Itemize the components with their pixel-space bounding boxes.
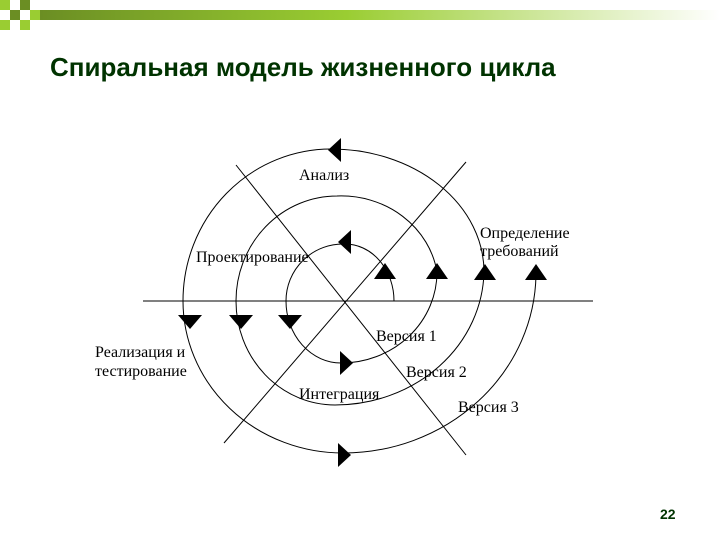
label-version-1: Версия 1 (376, 328, 437, 345)
decor-square (30, 10, 40, 20)
arrow-up-marker (426, 263, 448, 279)
arrow-left-marker (338, 230, 351, 254)
header-gradient-bar (40, 10, 720, 20)
arrow-up-marker (525, 264, 547, 280)
label-requirements-line2: требований (480, 243, 559, 260)
label-implementation-line2: тестирование (95, 363, 187, 380)
arrow-right-marker (340, 351, 353, 375)
label-version-3: Версия 3 (458, 399, 519, 416)
header-decoration-band (0, 0, 720, 30)
arrow-down-marker (278, 315, 302, 329)
label-version-2: Версия 2 (406, 364, 467, 381)
arrow-right-marker (338, 443, 351, 467)
spiral-loop-1 (285, 243, 438, 364)
diagonal-axis-down (235, 164, 467, 456)
spiral-loop-3 (182, 148, 537, 454)
diagonal-axis-up (223, 161, 467, 444)
label-design: Проектирование (196, 249, 309, 266)
page-number: 22 (660, 506, 676, 522)
label-analysis: Анализ (299, 167, 349, 184)
slide-title: Спиральная модель жизненного цикла (50, 52, 556, 82)
label-implementation-line1: Реализация и (95, 344, 186, 361)
arrow-down-marker (229, 315, 253, 329)
decor-square (20, 20, 30, 30)
arrow-left-marker (328, 138, 341, 162)
arrow-up-marker (474, 264, 496, 280)
label-integration: Интеграция (299, 386, 380, 403)
decor-square (20, 0, 30, 10)
decor-square (0, 0, 10, 10)
decor-square (0, 20, 10, 30)
decor-square (10, 10, 20, 20)
arrow-up-marker (374, 263, 396, 279)
arrow-down-marker (178, 315, 202, 329)
spiral-loop-2 (235, 195, 485, 406)
label-requirements-line1: Определение (480, 225, 570, 242)
